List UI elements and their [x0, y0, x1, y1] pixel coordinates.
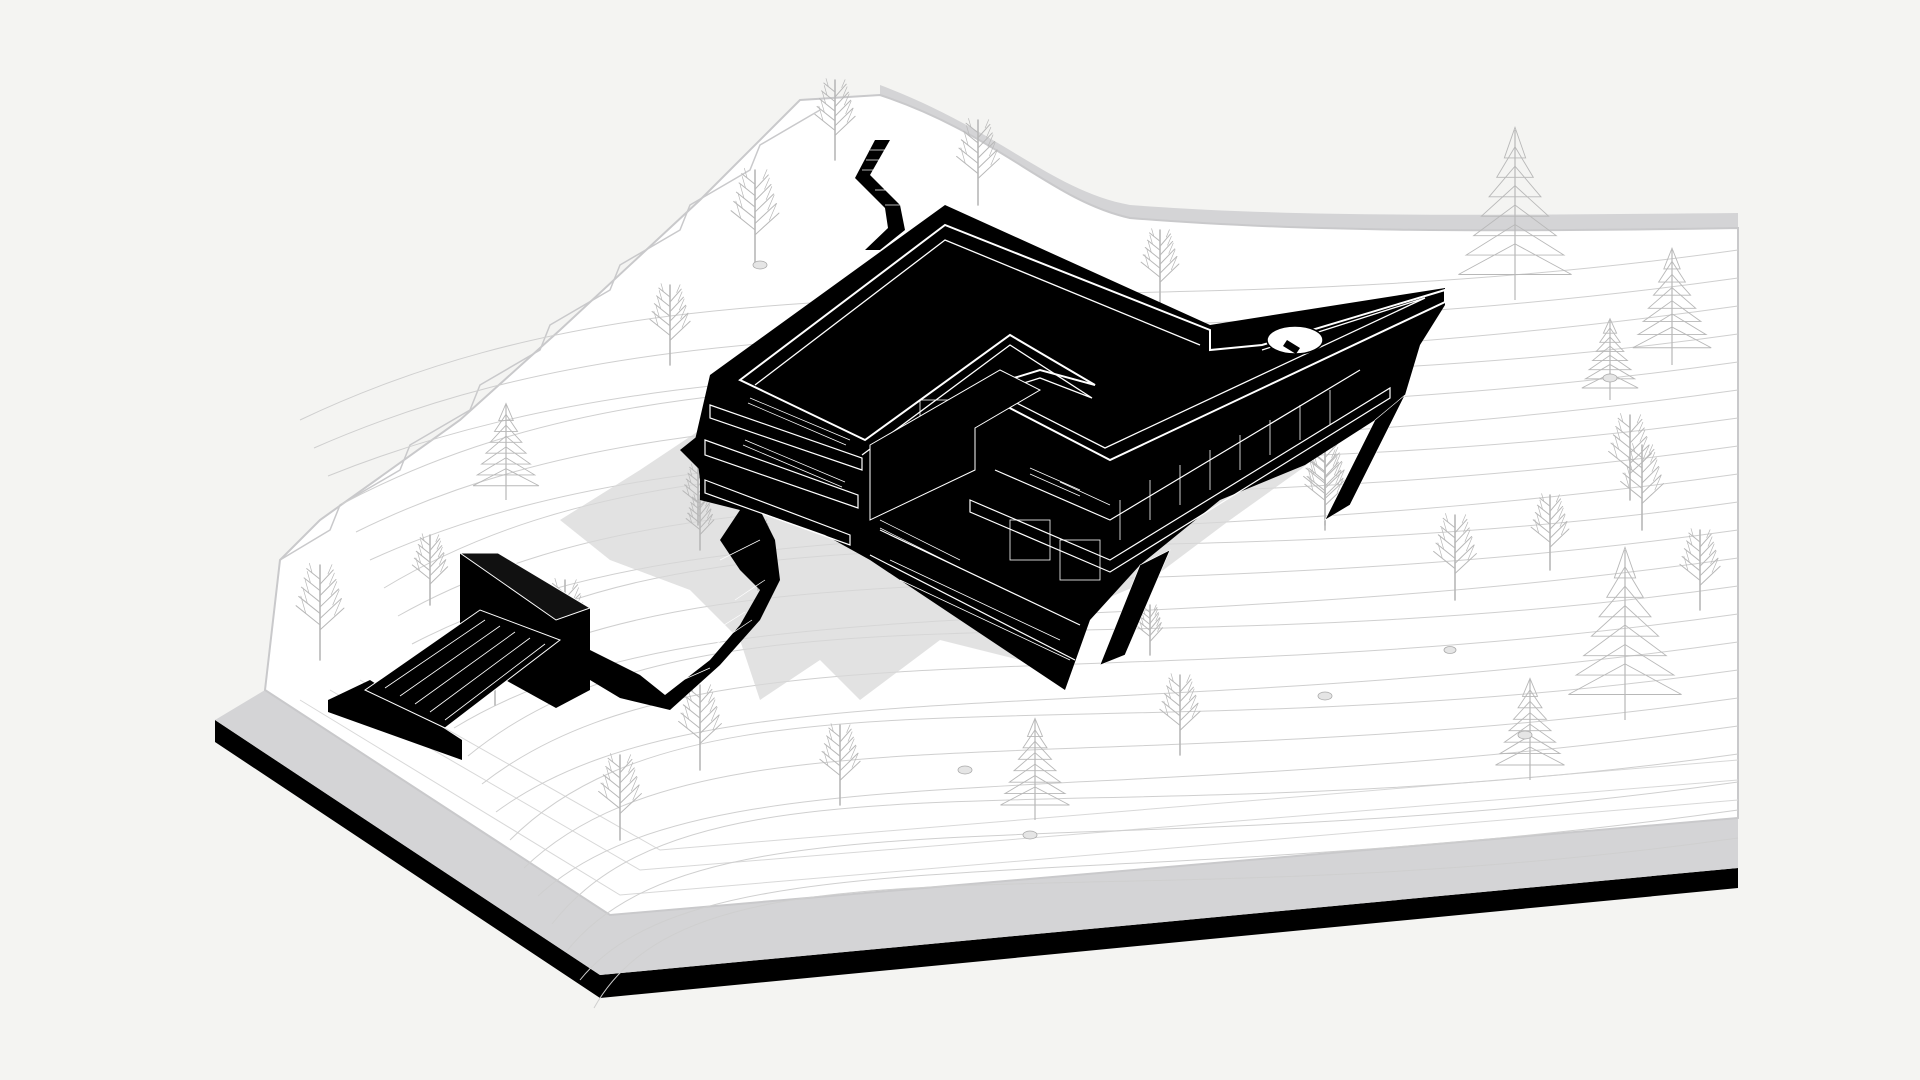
contour-line	[481, 613, 1739, 785]
contour-line	[565, 781, 1739, 953]
bare-tree-icon	[598, 753, 642, 841]
bare-tree-icon	[1620, 443, 1664, 531]
conifer-tree-icon	[1458, 125, 1572, 300]
courtyard	[869, 369, 1042, 521]
contour-line	[495, 641, 1739, 813]
terrain-front-terraces	[299, 679, 1739, 896]
bare-tree-icon	[649, 283, 691, 366]
bare-tree-icon	[1608, 413, 1652, 501]
bare-tree-icon	[295, 562, 345, 661]
bare-tree-icon	[1159, 673, 1201, 756]
bare-tree-icon	[411, 533, 449, 606]
side-stair-right	[1324, 394, 1406, 521]
bare-tree-icon	[685, 493, 715, 551]
bare-tree-icon	[1304, 448, 1346, 531]
bare-tree-icon	[1679, 528, 1721, 611]
walkway-steps	[649, 539, 766, 691]
contour-line	[523, 697, 1739, 869]
contour-line	[509, 669, 1739, 841]
conifer-tree-icon	[1632, 246, 1712, 365]
contour-line	[579, 809, 1739, 981]
roof-oculus	[1266, 325, 1324, 355]
entrance-deck	[364, 609, 562, 729]
terrain-back-edge	[880, 85, 1738, 241]
entrance-canopy-top	[458, 552, 592, 621]
conifer-tree-icon	[1581, 317, 1639, 400]
contour-line	[551, 753, 1739, 925]
louver-screens	[742, 397, 1111, 569]
side-stair-front	[1099, 549, 1171, 666]
bare-tree-icon	[956, 118, 1000, 206]
roof-slab	[738, 223, 1446, 462]
main-house	[695, 205, 1446, 690]
rear-stair	[855, 140, 905, 250]
bare-tree-icon	[1530, 493, 1570, 571]
bare-tree-icon	[1140, 228, 1180, 306]
terrain-base-shadow	[215, 720, 1738, 998]
deck-slats	[384, 619, 546, 721]
slab-edges	[704, 369, 1391, 661]
bare-tree-icon	[730, 167, 780, 266]
oculus-stair	[1283, 340, 1300, 354]
house-windows	[889, 390, 1331, 661]
contour-line	[593, 837, 1739, 1009]
contour-line	[537, 725, 1739, 897]
gate-block	[328, 680, 462, 760]
conifer-tree-icon	[1568, 545, 1682, 720]
rocks	[752, 260, 1618, 840]
bare-tree-icon	[1433, 513, 1477, 601]
terrain-base-band	[215, 690, 1738, 975]
bare-tree-icon	[814, 78, 856, 161]
conifer-tree-icon	[472, 402, 540, 500]
conifer-tree-icon	[1495, 677, 1565, 780]
bare-tree-icon	[819, 723, 861, 806]
bare-tree-icon	[678, 683, 722, 771]
conifer-tree-icon	[1000, 717, 1070, 820]
bare-tree-icon	[1136, 603, 1164, 656]
